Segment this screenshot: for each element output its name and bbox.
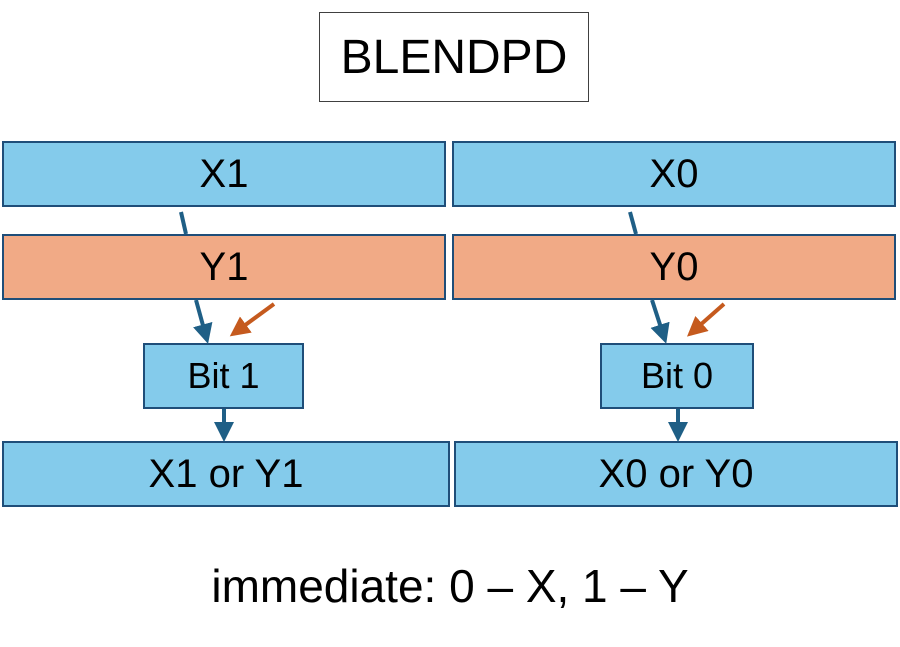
result-lane-1-label: X1 or Y1 [148, 451, 304, 496]
arrow-x0-to-bit0 [650, 299, 670, 344]
bit-0-label: Bit 0 [640, 355, 714, 396]
arrow-x0-segment [628, 211, 638, 235]
arrow-y0-to-bit0 [687, 302, 726, 337]
register-y1: Y1 [2, 234, 446, 300]
arrow-x1-to-bit1 [193, 299, 213, 344]
register-y0-label: Y0 [649, 244, 699, 289]
caption-text: immediate: 0 – X, 1 – Y [211, 560, 689, 612]
title-box: BLENDPD [319, 12, 589, 102]
arrow-x1-segment [179, 211, 188, 235]
result-lane-0: X0 or Y0 [454, 441, 898, 507]
register-x0-label: X0 [649, 151, 699, 196]
register-y0: Y0 [452, 234, 896, 300]
register-x0: X0 [452, 141, 896, 207]
title: BLENDPD [340, 30, 568, 84]
arrow-y1-to-bit1 [229, 302, 276, 337]
register-y1-label: Y1 [199, 244, 249, 289]
register-x1: X1 [2, 141, 446, 207]
immediate-caption: immediate: 0 – X, 1 – Y [0, 548, 900, 624]
bit-0-box: Bit 0 [600, 343, 754, 409]
bit-1-box: Bit 1 [143, 343, 304, 409]
bit-1-label: Bit 1 [187, 355, 260, 396]
register-x1-label: X1 [199, 151, 249, 196]
result-lane-1: X1 or Y1 [2, 441, 450, 507]
result-lane-0-label: X0 or Y0 [598, 451, 754, 496]
